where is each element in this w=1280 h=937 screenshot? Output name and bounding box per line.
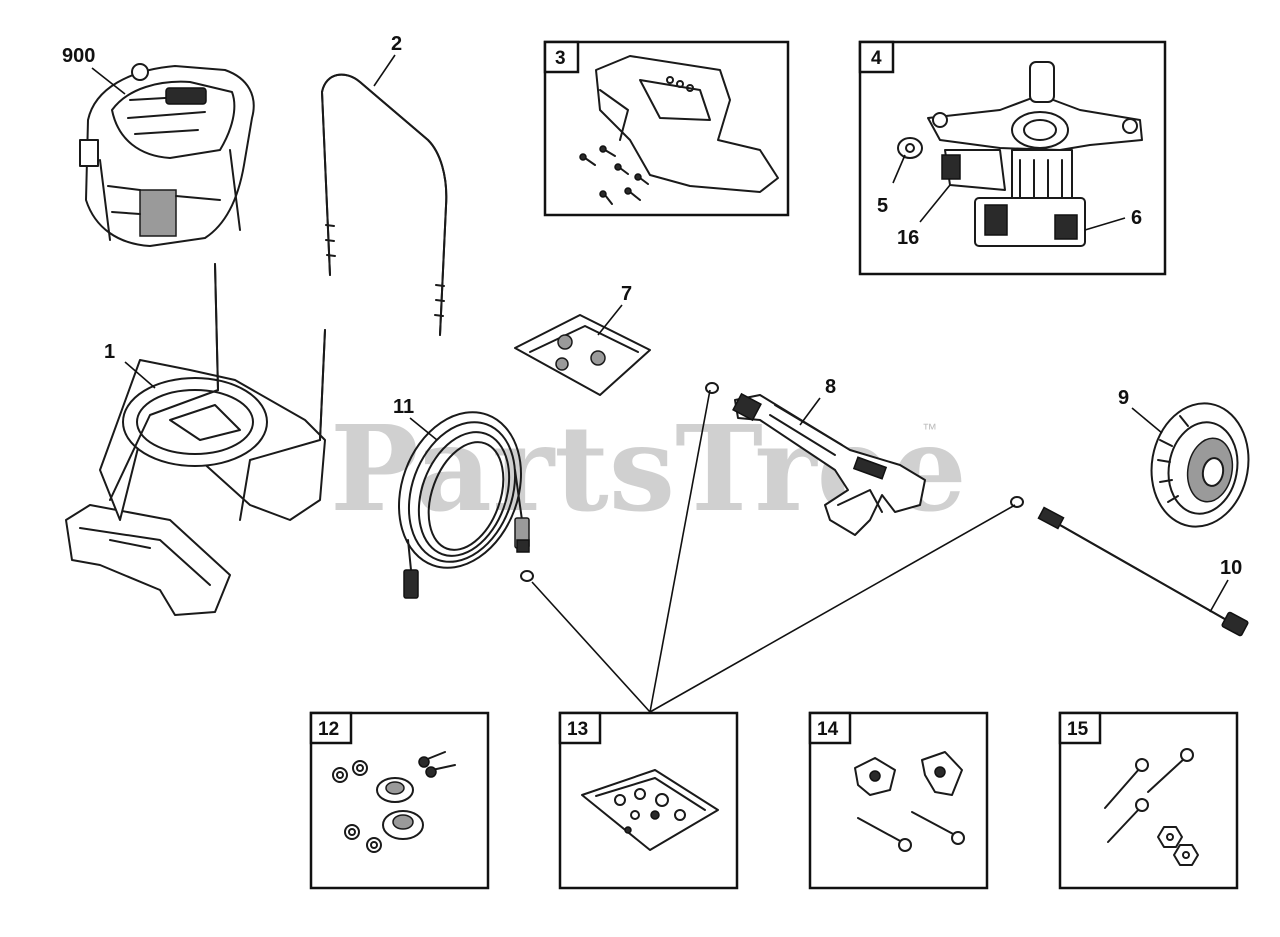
kit-12-number: 12 bbox=[318, 719, 339, 740]
spray-gun-illustration[interactable] bbox=[705, 382, 926, 536]
callout-spray-gun: 8 bbox=[825, 376, 836, 398]
kit-4-number: 4 bbox=[871, 48, 882, 69]
kit-13-seals bbox=[614, 788, 686, 834]
callout-wand: 10 bbox=[1220, 557, 1242, 579]
kit-12-box[interactable]: 12 bbox=[309, 711, 490, 890]
kit-14-box[interactable]: 14 bbox=[808, 711, 989, 890]
kit-3-screws bbox=[579, 145, 649, 205]
watermark-trademark: ™ bbox=[922, 421, 937, 438]
callout-frame: 1 bbox=[104, 341, 115, 363]
callout-manifold-o-ring: 5 bbox=[877, 195, 888, 217]
hose-illustration[interactable] bbox=[378, 395, 542, 599]
kit-4-box[interactable]: 4 bbox=[858, 40, 1167, 276]
engine-illustration[interactable] bbox=[79, 63, 255, 247]
callout-engine: 900 bbox=[62, 45, 95, 67]
callout-labels: 900 2 1 5 16 6 7 8 9 10 11 bbox=[62, 33, 1242, 579]
kit-14-knobs bbox=[854, 751, 965, 852]
frame-illustration[interactable] bbox=[65, 263, 326, 616]
kit-13-number: 13 bbox=[567, 719, 588, 740]
kit-14-number: 14 bbox=[817, 719, 839, 740]
callout-hose: 11 bbox=[393, 396, 414, 418]
handle-illustration[interactable] bbox=[321, 73, 448, 336]
kit-15-box[interactable]: 15 bbox=[1058, 711, 1239, 890]
kit-13-box[interactable]: 13 bbox=[558, 711, 739, 890]
wheel-illustration[interactable] bbox=[1142, 396, 1258, 535]
callout-pump-assembly: 6 bbox=[1131, 207, 1142, 229]
callout-handle: 2 bbox=[391, 33, 402, 55]
kit-12-hardware bbox=[332, 751, 456, 853]
callout-quick-connects: 7 bbox=[621, 283, 632, 305]
wand-illustration[interactable] bbox=[1010, 496, 1249, 637]
callout-wheel: 9 bbox=[1118, 387, 1129, 409]
kit-15-number: 15 bbox=[1067, 719, 1089, 740]
leader-lines bbox=[91, 54, 1229, 713]
kit-3-box[interactable]: 3 bbox=[543, 40, 790, 217]
quick-connects-illustration[interactable] bbox=[514, 314, 651, 396]
kit-15-bolts bbox=[1104, 748, 1199, 866]
kit-3-number: 3 bbox=[555, 48, 566, 69]
callout-thermal-relief: 16 bbox=[897, 227, 919, 249]
